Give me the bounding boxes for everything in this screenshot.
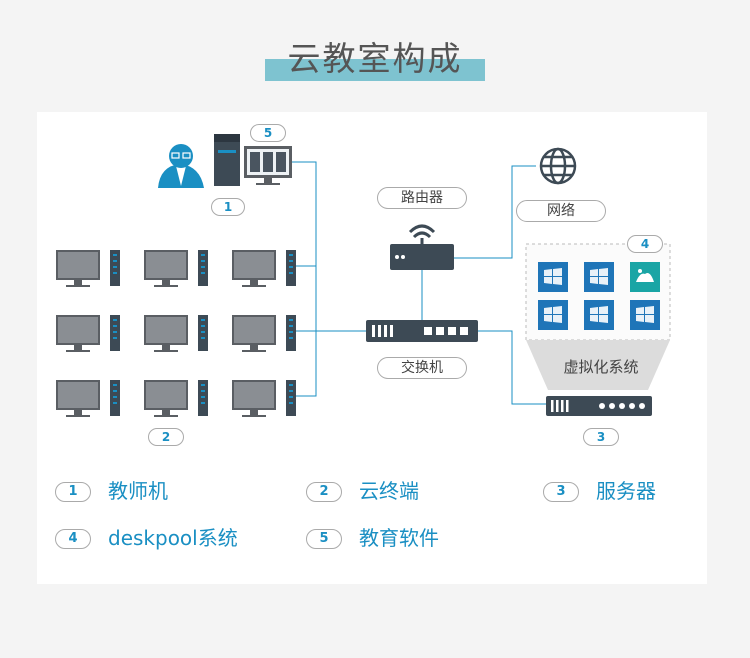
network-label: 网络: [516, 200, 606, 222]
switch-icon: [366, 320, 478, 342]
switch-label: 交换机: [377, 357, 467, 379]
terminal-monitor: [232, 250, 276, 287]
teacher-pc-tower-icon: [214, 134, 240, 186]
software-monitor-icon: [244, 146, 292, 185]
vm-windows-icon: [584, 300, 614, 330]
router-label: 路由器: [377, 187, 467, 209]
terminal-monitor: [232, 380, 276, 417]
legend-num-2: 2: [306, 482, 342, 502]
legend-label-1: 教师机: [108, 479, 168, 503]
vm-windows-icon: [538, 300, 568, 330]
terminal-monitor: [56, 315, 100, 352]
terminal-monitor: [144, 380, 188, 417]
legend-label-5: 教育软件: [359, 526, 439, 550]
marker-teacher: 1: [211, 198, 245, 216]
connection-lines: [292, 161, 546, 405]
legend-label-3: 服务器: [596, 479, 656, 503]
terminal-box: [198, 315, 208, 351]
terminal-monitor: [144, 250, 188, 287]
virtualization-label: 虚拟化系统: [563, 358, 639, 376]
title-highlight-bar: [265, 59, 485, 81]
globe-icon: [539, 147, 577, 185]
terminal-box: [198, 380, 208, 416]
terminal-box: [198, 250, 208, 286]
terminal-monitor: [232, 315, 276, 352]
terminal-monitor: [144, 315, 188, 352]
teacher-avatar-icon: [158, 144, 204, 188]
vm-windows-icon: [584, 262, 614, 292]
terminal-box: [286, 315, 296, 351]
terminal-box: [110, 250, 120, 286]
legend-num-3: 3: [543, 482, 579, 502]
vm-windows-icon: [538, 262, 568, 292]
legend-label-4: deskpool系统: [108, 526, 238, 550]
legend-num-1: 1: [55, 482, 91, 502]
terminal-box: [110, 380, 120, 416]
vm-windows-icon: [630, 300, 660, 330]
marker-deskpool: 4: [627, 235, 663, 253]
legend-num-5: 5: [306, 529, 342, 549]
marker-server: 3: [583, 428, 619, 446]
legend-num-4: 4: [55, 529, 91, 549]
vm-linux-icon: [630, 262, 660, 292]
page-title: 云教室构成: [287, 39, 463, 78]
terminal-monitor: [56, 250, 100, 287]
terminal-monitor: [56, 380, 100, 417]
deskpool-area: [525, 243, 671, 390]
router-icon: [390, 224, 454, 270]
terminal-box: [110, 315, 120, 351]
cloud-terminals: [56, 250, 296, 417]
title-area: 云教室构成: [0, 38, 750, 88]
marker-terminals: 2: [148, 428, 184, 446]
legend-label-2: 云终端: [359, 479, 419, 503]
terminal-box: [286, 250, 296, 286]
marker-software: 5: [250, 124, 286, 142]
server-icon: [546, 396, 652, 416]
terminal-box: [286, 380, 296, 416]
